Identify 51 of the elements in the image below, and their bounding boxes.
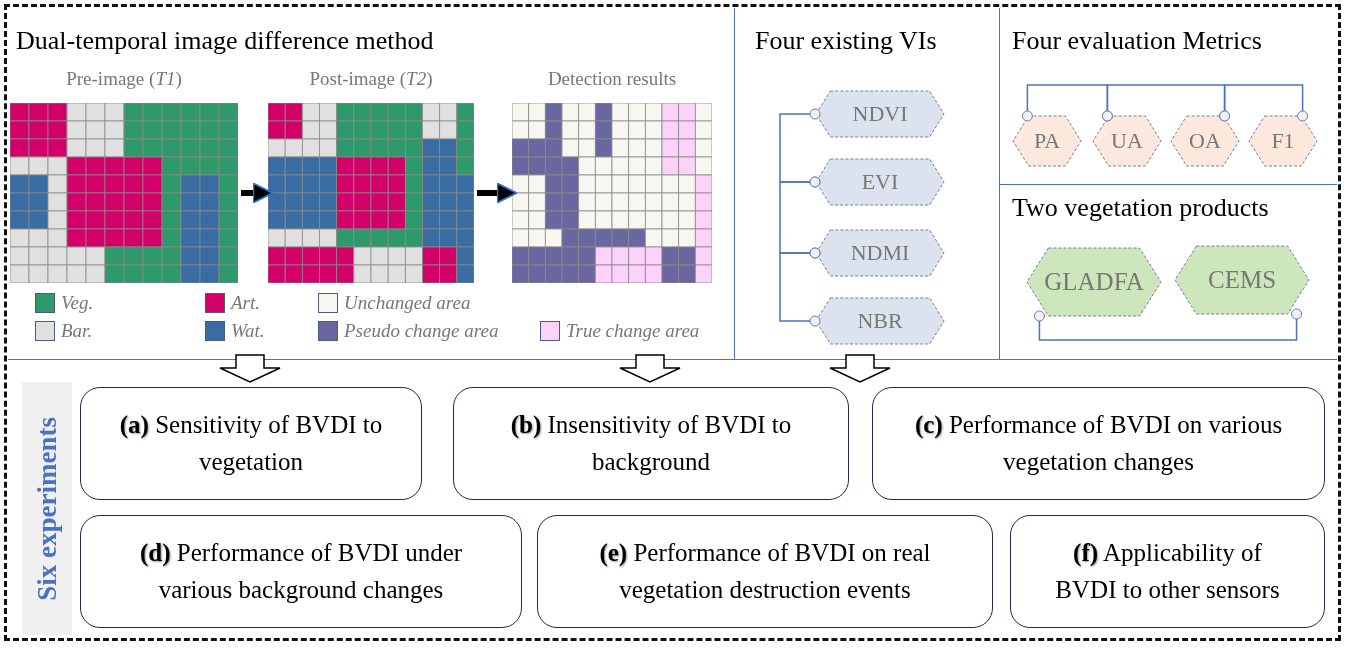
hexagon-shape [815, 297, 945, 345]
legend-label: True change area [566, 320, 700, 342]
image-title: Detection results [546, 68, 678, 90]
hexagon-shape [815, 158, 945, 206]
experiment-box: (b) Insensitivity of BVDI to background [453, 387, 849, 500]
legend-label: Unchanged area [344, 292, 471, 314]
hexagon-label: F1 [1271, 128, 1295, 154]
panel-heading: Four existing VIs [755, 28, 937, 54]
experiment-box: (c) Performance of BVDI on various vegetation changes [872, 387, 1325, 500]
section-label: Six experiments [31, 416, 63, 601]
hexagon-shape [815, 90, 945, 138]
hexagon-shape [1248, 115, 1318, 167]
connector-line [1219, 84, 1309, 122]
experiment-box: (d) Performance of BVDI under various background changes [80, 515, 522, 628]
hexagon-label: GLADFA [1044, 268, 1144, 296]
hexagon-shape [1026, 247, 1162, 317]
block-arrow [219, 354, 281, 383]
connector-line [779, 247, 821, 327]
hexagon-shape [1092, 115, 1162, 167]
panel-heading: Two vegetation products [1012, 195, 1269, 221]
panel-heading: Dual-temporal image difference method [16, 28, 434, 54]
image-title: Pre-image (T1) [65, 68, 183, 90]
panel [735, 8, 1000, 360]
hexagon-shape [815, 229, 945, 277]
experiment-box: (e) Performance of BVDI on real vegetation destruction events [537, 515, 993, 628]
legend-label: Pseudo change area [344, 320, 499, 342]
experiment-box: (a) Sensitivity of BVDI to vegetation [80, 387, 422, 500]
hexagon-label: CEMS [1207, 266, 1277, 294]
hexagon-label: EVI [861, 169, 899, 195]
block-arrow [829, 354, 891, 383]
panel [8, 8, 735, 360]
legend-label: Art. [231, 292, 261, 314]
connector-line [1033, 308, 1303, 341]
hexagon-label: NBR [857, 308, 903, 334]
hexagon-shape [1174, 245, 1310, 315]
hexagon-shape [1012, 115, 1082, 167]
legend-label: Veg. [61, 292, 94, 314]
image-title: Post-image (T2) [308, 68, 434, 90]
hexagon-label: NDVI [852, 101, 908, 127]
panel-heading: Four evaluation Metrics [1012, 28, 1262, 54]
experiment-box: (f) Applicability of BVDI to other sensors [1010, 515, 1325, 628]
hexagon-label: PA [1033, 128, 1061, 154]
legend-label: Bar. [61, 320, 93, 342]
legend-label: Wat. [231, 320, 265, 342]
block-arrow [619, 354, 681, 383]
hexagon-label: OA [1189, 128, 1221, 154]
arrow [477, 182, 518, 204]
arrow [241, 182, 274, 204]
hexagon-label: UA [1111, 128, 1143, 154]
hexagon-label: NDMI [850, 240, 910, 266]
hexagon-shape [1170, 115, 1240, 167]
